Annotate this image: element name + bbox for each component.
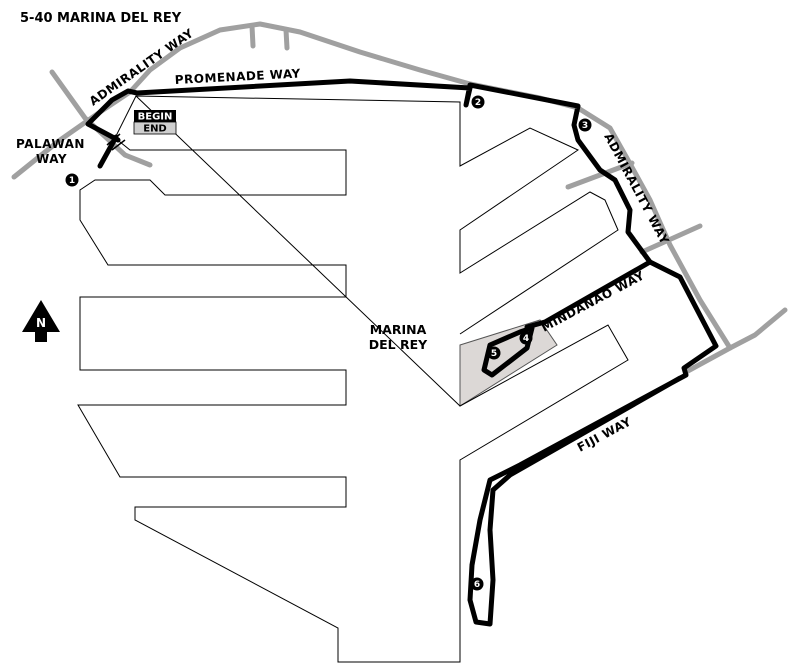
street-label-mindanao-way: MINDANAO WAY [539, 268, 647, 334]
admiralty-way-street [11, 21, 788, 351]
street-label-promenade-way: PROMENADE WAY [174, 66, 301, 87]
street-cross-east-1 [565, 160, 635, 190]
marker-1-label: 1 [69, 176, 75, 186]
route-start-spur [97, 134, 119, 169]
start-crossing [106, 133, 126, 151]
street-stub-north-2 [283, 27, 290, 51]
street-label-palawan-way-line2: WAY [36, 152, 67, 166]
map-title: 5-40 MARINA DEL REY [20, 11, 182, 26]
marker-6: 6 [470, 577, 484, 591]
marina-shoreline [77, 95, 629, 663]
begin-label: BEGIN [138, 112, 173, 123]
street-label-palawan-way-line1: PALAWAN [16, 137, 85, 151]
street-network [11, 21, 788, 375]
area-label-line1: MARINA [370, 322, 427, 337]
area-label-line2: DEL REY [369, 337, 428, 352]
marker-5: 5 [487, 346, 501, 360]
marker-3: 3 [578, 118, 592, 132]
north-arrow: N [22, 300, 60, 342]
street-stub-north-1 [249, 23, 256, 49]
street-label-admiralty-way-east: ADMIRALITY WAY [601, 131, 672, 247]
palawan-way-street [49, 69, 153, 168]
marker-2-label: 2 [475, 98, 481, 108]
begin-end-label: BEGIN END [133, 110, 177, 135]
marker-4-label: 4 [523, 334, 529, 344]
end-label: END [143, 124, 167, 135]
marker-3-label: 3 [582, 121, 588, 131]
marker-5-label: 5 [491, 349, 497, 359]
marker-4: 4 [519, 331, 533, 345]
route-park-loop [481, 325, 535, 378]
street-cross-east-2 [639, 223, 703, 255]
route-mindanao-spur [524, 259, 653, 330]
tour-route [85, 78, 719, 627]
marker-6-label: 6 [474, 580, 480, 590]
marker-1: 1 [65, 173, 79, 187]
fiji-way-street [683, 345, 733, 375]
marker-2: 2 [471, 95, 485, 109]
north-arrow-label: N [36, 316, 46, 330]
